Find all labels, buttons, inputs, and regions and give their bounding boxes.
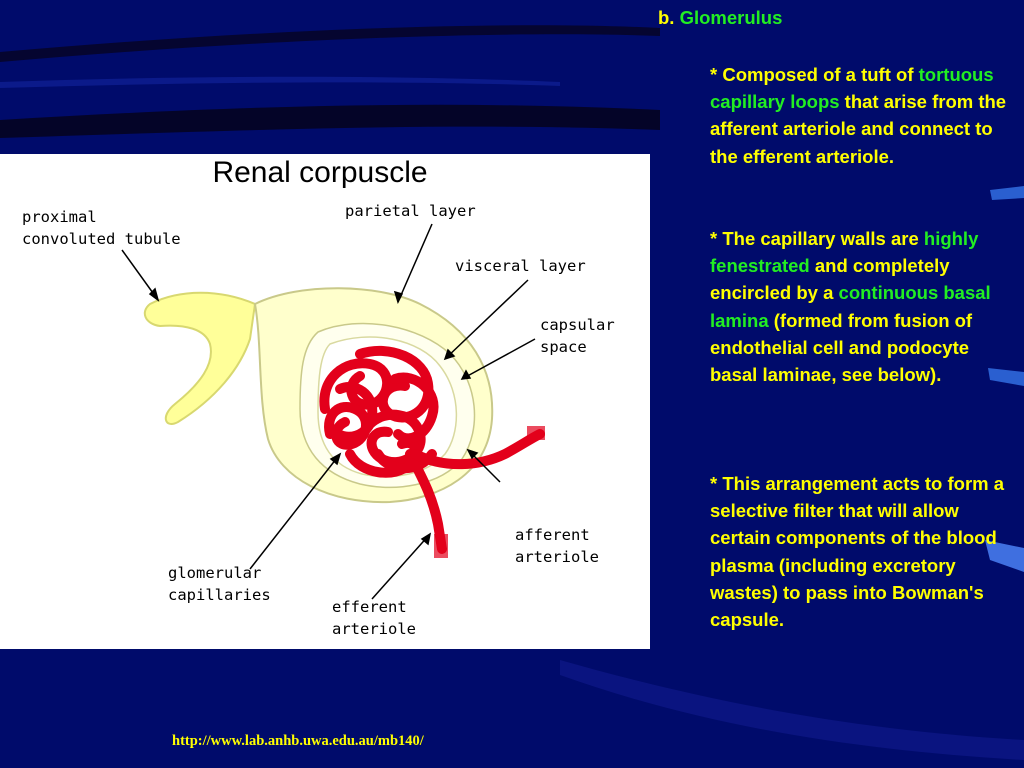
label-efferent-arteriole: efferent arteriole [332,598,416,638]
text-run: that arise from the afferent arteriole a… [710,91,1007,167]
glomerular-capillaries-shape [319,345,545,554]
paragraph-capillary-loops: * Composed of a tuft of tortuous capilla… [710,61,1020,170]
section-heading: b. Glomerulus [658,7,782,29]
text-run: and completely encircled by a [710,255,950,304]
highlight-run: highly fenestrated [710,228,979,277]
background-swoosh [0,25,660,62]
background-swoosh [990,186,1024,200]
renal-corpuscle-diagram [121,223,545,600]
label-afferent-arteriole: afferent arteriole [515,526,599,566]
figure-title: Renal corpuscle [160,154,480,192]
text-run: * This arrangement acts to form a select… [710,473,1005,631]
background-swoosh [985,540,1024,572]
proximal-tubule-shape [143,291,257,425]
highlight-run: tortuous capillary loops [710,64,994,113]
heading-prefix: b. [658,7,675,28]
background-swoosh [560,660,1024,760]
paragraph-selective-filter: * This arrangement acts to form a select… [710,470,1020,633]
source-url[interactable]: http://www.lab.anhb.uwa.edu.au/mb140/ [172,733,424,749]
label-capsular-space: capsular space [540,316,615,356]
paragraph-capillary-walls: * The capillary walls are highly fenestr… [710,225,1020,388]
label-proximal-convoluted-tubule: proximal convoluted tubule [22,208,181,248]
background-swoosh [0,104,660,138]
heading-title: Glomerulus [679,7,783,28]
label-glomerular-capillaries: glomerular capillaries [168,564,271,604]
vessel-ends [434,426,545,558]
text-run: * The capillary walls are [710,228,924,249]
renal-corpuscle-figure: Renal corpuscle proximal convoluted tubu… [0,154,650,649]
text-run: (formed from fusion of endothelial cell … [710,309,973,386]
label-visceral-layer: visceral layer [455,257,586,275]
label-parietal-layer: parietal layer [345,202,476,220]
background-swoosh [988,368,1024,386]
text-run: * Composed of a tuft of [710,64,919,85]
pointer-lines [121,223,536,600]
background-swoosh [0,76,560,88]
highlight-run: continuous basal lamina [710,282,991,331]
